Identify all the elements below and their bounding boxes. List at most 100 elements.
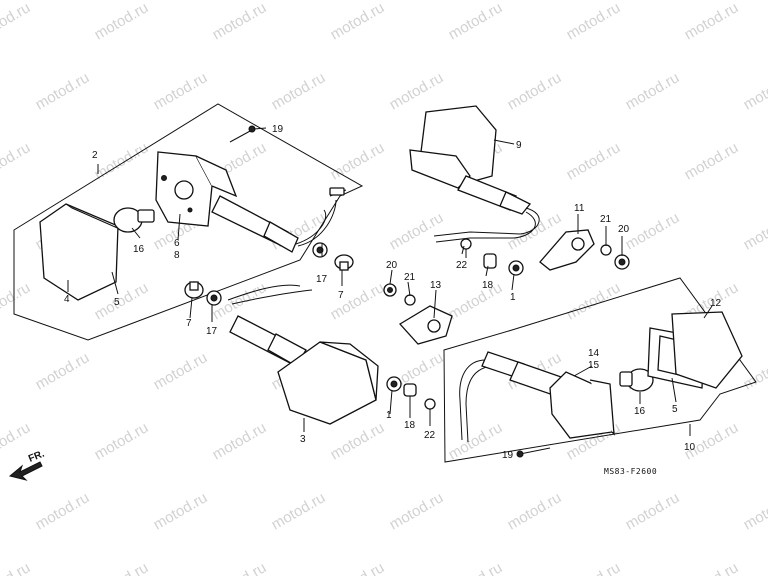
watermark-text: motod.ru bbox=[151, 489, 211, 533]
watermark-text: motod.ru bbox=[623, 489, 683, 533]
watermark-text: motod.ru bbox=[387, 489, 447, 533]
washer-21-right bbox=[600, 244, 612, 256]
watermark-text: motod.ru bbox=[0, 559, 33, 576]
callout-11: 11 bbox=[574, 203, 585, 214]
watermark-text: motod.ru bbox=[682, 0, 742, 43]
watermark-text: motod.ru bbox=[269, 69, 329, 113]
callout-1-lower: 1 bbox=[386, 410, 392, 421]
watermark-text: motod.ru bbox=[92, 559, 152, 576]
wire-front-right bbox=[433, 207, 540, 243]
collar-18-lower bbox=[403, 383, 417, 397]
callout-19-upper: 19 bbox=[272, 124, 284, 135]
watermark-text: motod.ru bbox=[33, 69, 93, 113]
watermark-text: motod.ru bbox=[269, 489, 329, 533]
callout-14: 14 bbox=[588, 348, 600, 359]
watermark-text: motod.ru bbox=[33, 349, 93, 393]
callout-9: 9 bbox=[516, 140, 522, 151]
stem-rear-left bbox=[229, 315, 307, 367]
stem-front-left bbox=[211, 195, 299, 253]
watermark-text: motod.ru bbox=[446, 279, 506, 323]
watermark-text: motod.ru bbox=[564, 279, 624, 323]
callout-5-right: 5 bbox=[672, 404, 678, 415]
grommet-7-upper bbox=[334, 254, 354, 271]
watermark-text: motod.ru bbox=[151, 69, 211, 113]
watermark-text: motod.ru bbox=[741, 209, 768, 253]
watermark-text: motod.ru bbox=[505, 69, 565, 113]
watermark-text: motod.ru bbox=[210, 0, 270, 43]
watermark-text: motod.ru bbox=[446, 0, 506, 43]
nut-20-center bbox=[383, 283, 397, 297]
watermark-text: motod.ru bbox=[210, 559, 270, 576]
callout-20-center: 20 bbox=[386, 260, 398, 271]
watermark-text: motod.ru bbox=[151, 349, 211, 393]
watermark-text: motod.ru bbox=[210, 419, 270, 463]
callout-4: 4 bbox=[64, 294, 70, 305]
callout-19-lower: 19 bbox=[502, 450, 514, 461]
callout-22-lower: 22 bbox=[424, 430, 436, 441]
bracket-13 bbox=[398, 305, 453, 345]
nut-20-right bbox=[614, 254, 630, 270]
callout-10: 10 bbox=[684, 442, 696, 453]
bolt-22-lower bbox=[424, 398, 436, 418]
callout-17-lower: 17 bbox=[206, 326, 218, 337]
callout-labels: 2 4 5 16 6 8 19 17 7 7 17 3 9 11 21 20 2… bbox=[64, 124, 722, 461]
bracket-11 bbox=[539, 229, 595, 271]
nut-17-upper bbox=[312, 242, 328, 258]
nut-17-lower bbox=[206, 290, 222, 306]
callout-16-left: 16 bbox=[133, 244, 145, 255]
callout-17-upper: 17 bbox=[316, 274, 328, 285]
lens-rear-right bbox=[671, 311, 743, 389]
screw-19-upper bbox=[229, 125, 256, 143]
watermark-text: motod.ru bbox=[328, 559, 388, 576]
watermark-text: motod.ru bbox=[741, 349, 768, 393]
watermark-text: motod.ru bbox=[33, 489, 93, 533]
watermark-text: motod.ru bbox=[623, 209, 683, 253]
bolt-22-upper bbox=[460, 238, 472, 258]
grommet-7-lower bbox=[184, 281, 204, 299]
callout-7-upper: 7 bbox=[338, 290, 344, 301]
callout-18-lower: 18 bbox=[404, 420, 416, 431]
connector-front-left bbox=[329, 187, 345, 196]
callout-6: 6 bbox=[174, 238, 180, 249]
callout-1-upper: 1 bbox=[510, 292, 516, 303]
lens-front-left bbox=[39, 203, 123, 301]
bulb-left bbox=[113, 207, 155, 233]
watermark-text: motod.ru bbox=[92, 419, 152, 463]
bulb-right bbox=[619, 368, 654, 392]
watermark-text: motod.ru bbox=[564, 559, 624, 576]
watermark-text: motod.ru bbox=[387, 69, 447, 113]
watermark-text: motod.ru bbox=[682, 139, 742, 183]
callout-2: 2 bbox=[92, 150, 98, 161]
wire-rear-left bbox=[227, 284, 313, 305]
nut-1-upper bbox=[508, 260, 524, 276]
callout-22-upper: 22 bbox=[456, 260, 468, 271]
callout-12: 12 bbox=[710, 298, 722, 309]
lamp-front-right bbox=[409, 105, 497, 189]
housing-front-left bbox=[155, 151, 238, 227]
leader-lines bbox=[67, 127, 713, 455]
callout-5-left: 5 bbox=[114, 297, 120, 308]
watermark-text: motod.ru bbox=[328, 0, 388, 43]
watermark-text: motod.ru bbox=[0, 0, 33, 43]
collar-18-upper bbox=[483, 253, 497, 269]
washer-21-center bbox=[404, 294, 416, 306]
stem-front-right bbox=[457, 175, 532, 215]
watermark-text: motod.ru bbox=[387, 209, 447, 253]
callout-7-lower: 7 bbox=[186, 318, 192, 329]
watermark-text: motod.ru bbox=[505, 489, 565, 533]
callout-21-center: 21 bbox=[404, 272, 416, 283]
front-direction-arrow-icon bbox=[8, 461, 43, 481]
housing-rear-right bbox=[549, 371, 615, 439]
watermark-text: motod.ru bbox=[446, 559, 506, 576]
watermark-text: motod.ru bbox=[741, 69, 768, 113]
callout-3: 3 bbox=[300, 434, 306, 445]
watermark-text: motod.ru bbox=[328, 279, 388, 323]
group-frame-right bbox=[443, 277, 757, 463]
callout-8: 8 bbox=[174, 250, 180, 261]
lamp-rear-left bbox=[277, 341, 379, 425]
watermark-text: motod.ru bbox=[92, 0, 152, 43]
diagram-code: MS83-F2600 bbox=[604, 467, 657, 476]
watermark-text: motod.ru bbox=[682, 559, 742, 576]
